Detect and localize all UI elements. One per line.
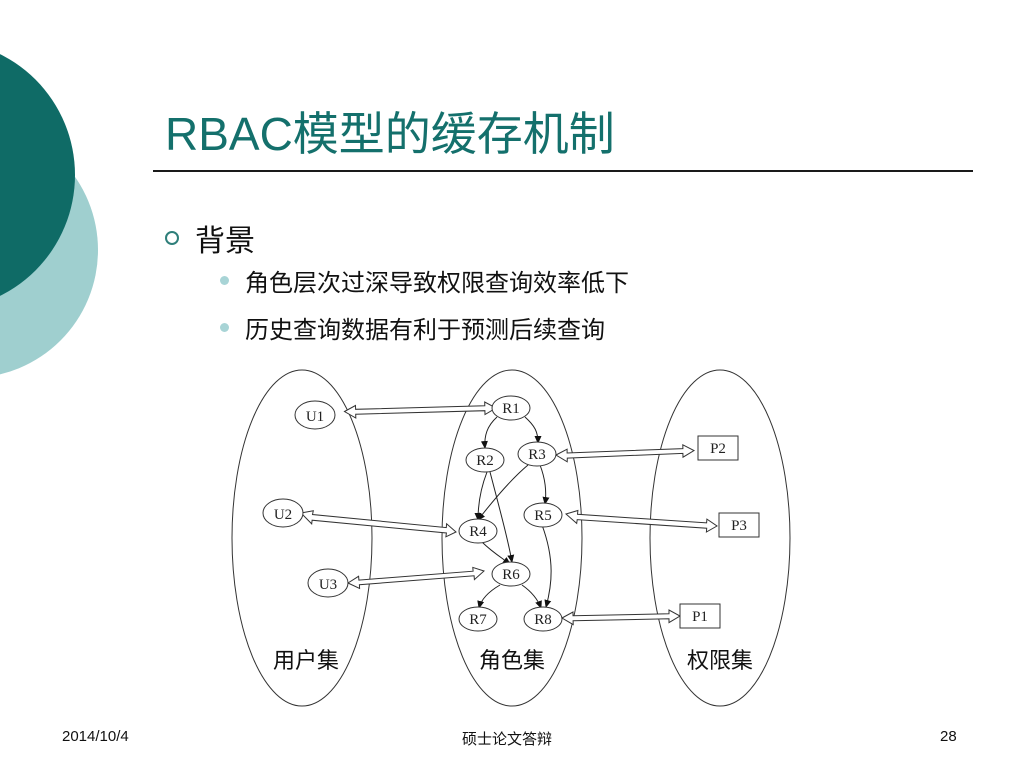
label-u1: U1 — [306, 409, 324, 425]
node-r1 — [491, 395, 531, 421]
label-r2: R2 — [476, 453, 494, 469]
arrow-r3-p2 — [554, 443, 696, 463]
node-u2 — [262, 498, 304, 528]
label-p3: P3 — [731, 518, 747, 534]
arrow-r5-p3 — [564, 509, 718, 533]
label-permission-set: 权限集 — [687, 648, 753, 673]
footer-center: 硕士论文答辩 — [462, 731, 553, 748]
dot-bullet-icon — [220, 276, 229, 285]
arrow-u1-r1 — [343, 401, 498, 419]
edge-r5-r8 — [541, 524, 552, 608]
sub-bullet-2: 历史查询数据有利于预测后续查询 — [220, 310, 605, 345]
arrow-r8-p1 — [560, 609, 682, 626]
node-p2 — [697, 435, 739, 461]
label-r6: R6 — [502, 567, 520, 583]
edge-r3-r4 — [477, 464, 529, 521]
label-r7: R7 — [469, 612, 487, 628]
assignment-arrows — [299, 401, 718, 626]
ring-bullet-icon — [165, 231, 179, 245]
label-user-set: 用户集 — [273, 648, 339, 673]
edge-r6-r7 — [477, 584, 501, 609]
edge-r1-r2 — [480, 416, 498, 449]
decorative-circles — [0, 54, 98, 375]
edge-r6-r8 — [521, 584, 542, 609]
edge-r2-r4 — [474, 471, 488, 521]
permission-set-ellipse — [649, 369, 791, 707]
node-p1 — [679, 603, 721, 629]
node-u1 — [294, 400, 336, 430]
node-r2 — [465, 447, 505, 473]
label-r1: R1 — [502, 401, 520, 417]
edge-r4-r6 — [481, 541, 511, 565]
role-hierarchy-edges — [474, 416, 552, 609]
label-role-set: 角色集 — [479, 648, 545, 673]
label-r8: R8 — [534, 612, 552, 628]
title-divider — [153, 170, 973, 172]
edge-r1-r3 — [524, 416, 542, 444]
label-u3: U3 — [319, 577, 337, 593]
role-set-ellipse — [441, 369, 583, 707]
arrow-u3-r6 — [346, 566, 485, 590]
arrow-u2-r4 — [299, 510, 457, 538]
user-set-ellipse — [231, 369, 373, 707]
slide-title: RBAC模型的缓存机制 — [165, 108, 615, 160]
node-r6 — [491, 561, 531, 587]
sub-bullet-text: 历史查询数据有利于预测后续查询 — [245, 317, 605, 344]
node-r8 — [523, 606, 563, 632]
node-r3 — [517, 441, 557, 467]
label-r3: R3 — [528, 447, 546, 463]
rbac-diagram: U1 U2 U3 R1 R2 R3 R4 R5 R6 R7 R8 P2 P3 P… — [231, 369, 791, 707]
bullet-background: 背景 — [165, 216, 255, 260]
label-r4: R4 — [469, 524, 487, 540]
footer-date: 2014/10/4 — [62, 728, 129, 745]
node-r4 — [458, 518, 498, 544]
edge-r3-r5 — [539, 464, 550, 505]
label-r5: R5 — [534, 508, 552, 524]
label-p2: P2 — [710, 441, 726, 457]
label-u2: U2 — [274, 507, 292, 523]
node-p3 — [718, 512, 760, 538]
node-r5 — [523, 502, 563, 528]
node-r7 — [458, 606, 498, 632]
label-p1: P1 — [692, 609, 708, 625]
sub-bullet-text: 角色层次过深导致权限查询效率低下 — [245, 270, 629, 297]
bullet-heading: 背景 — [195, 225, 255, 258]
dark-teal-circle — [0, 54, 75, 296]
footer-page-number: 28 — [940, 728, 957, 745]
node-u3 — [307, 568, 349, 598]
dot-bullet-icon — [220, 323, 229, 332]
sub-bullet-1: 角色层次过深导致权限查询效率低下 — [220, 263, 629, 298]
edge-r2-r6 — [489, 471, 515, 563]
